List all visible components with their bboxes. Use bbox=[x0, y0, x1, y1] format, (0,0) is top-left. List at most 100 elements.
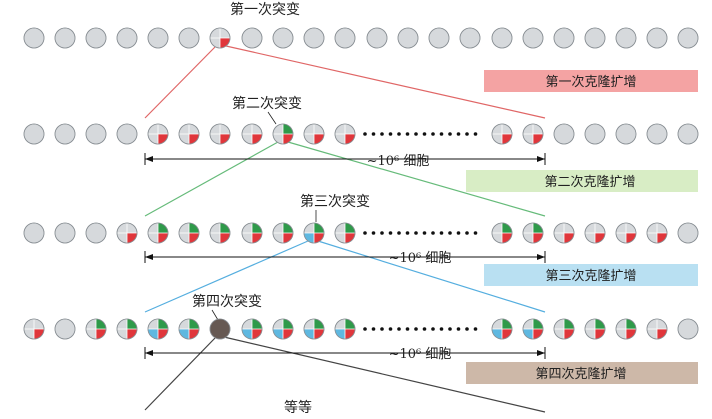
cell bbox=[646, 318, 668, 340]
cell bbox=[54, 27, 76, 49]
cell-rows bbox=[23, 27, 699, 340]
cell bbox=[209, 123, 231, 145]
cell bbox=[23, 318, 45, 340]
cell bbox=[615, 318, 637, 340]
cell bbox=[522, 222, 544, 244]
cell bbox=[522, 318, 544, 340]
cell bbox=[178, 27, 200, 49]
cell bbox=[366, 27, 388, 49]
cell bbox=[553, 222, 575, 244]
cell bbox=[334, 318, 356, 340]
cell bbox=[272, 318, 294, 340]
cell bbox=[491, 123, 513, 145]
cell bbox=[553, 318, 575, 340]
cell-count-label-4: ~10⁶ 细胞 bbox=[389, 347, 452, 362]
cell bbox=[147, 27, 169, 49]
cell bbox=[147, 222, 169, 244]
cell bbox=[241, 27, 263, 49]
cell bbox=[615, 123, 637, 145]
mutation-label-3: 第三次突变 bbox=[300, 193, 370, 210]
cell bbox=[178, 123, 200, 145]
cell bbox=[459, 27, 481, 49]
cell-count-labels: ~10⁶ 细胞 ~10⁶ 细胞 ~10⁶ 细胞 bbox=[367, 154, 452, 362]
cell bbox=[241, 222, 263, 244]
cell bbox=[428, 27, 450, 49]
cell bbox=[646, 222, 668, 244]
cell bbox=[54, 222, 76, 244]
expansion-label-2: 第二次克隆扩增 bbox=[544, 174, 635, 190]
cell bbox=[303, 222, 325, 244]
cell bbox=[116, 222, 138, 244]
cell bbox=[677, 27, 699, 49]
cell bbox=[209, 222, 231, 244]
cell bbox=[116, 318, 138, 340]
cell bbox=[23, 123, 45, 145]
cell bbox=[522, 123, 544, 145]
cell bbox=[209, 27, 231, 49]
cell bbox=[147, 318, 169, 340]
mutation-label-2: 第二次突变 bbox=[232, 95, 302, 112]
cell bbox=[584, 318, 606, 340]
connector-lines bbox=[144, 45, 546, 413]
cell bbox=[677, 222, 699, 244]
cell-count-arrows bbox=[144, 153, 546, 359]
cell bbox=[677, 318, 699, 340]
cell bbox=[584, 123, 606, 145]
cell bbox=[522, 27, 544, 49]
cell bbox=[116, 27, 138, 49]
cell bbox=[209, 318, 231, 340]
cell bbox=[178, 222, 200, 244]
cell bbox=[584, 27, 606, 49]
cell bbox=[241, 318, 263, 340]
cell bbox=[677, 123, 699, 145]
cell bbox=[397, 27, 419, 49]
cell bbox=[116, 123, 138, 145]
cell bbox=[272, 123, 294, 145]
cell bbox=[303, 318, 325, 340]
cell bbox=[23, 27, 45, 49]
cell-count-label-2: ~10⁶ 细胞 bbox=[367, 154, 430, 169]
cell bbox=[646, 27, 668, 49]
expansion-box-2 bbox=[466, 170, 698, 192]
cell bbox=[334, 222, 356, 244]
expansion-box-1 bbox=[484, 70, 698, 92]
cell bbox=[272, 222, 294, 244]
cell bbox=[178, 318, 200, 340]
expansion-boxes: 第一次克隆扩增 第二次克隆扩增 第三次克隆扩增 第四次克隆扩增 bbox=[466, 70, 698, 384]
cell bbox=[85, 318, 107, 340]
mutation-label-1: 第一次突变 bbox=[230, 1, 300, 18]
expansion-label-1: 第一次克隆扩增 bbox=[545, 74, 636, 90]
cell bbox=[303, 123, 325, 145]
ellipsis-dots bbox=[363, 132, 478, 331]
cell bbox=[85, 123, 107, 145]
cell bbox=[615, 27, 637, 49]
cell bbox=[54, 123, 76, 145]
cell bbox=[491, 222, 513, 244]
mutation-label-4: 第四次突变 bbox=[192, 293, 262, 310]
cell bbox=[54, 318, 76, 340]
cell bbox=[272, 27, 294, 49]
expansion-label-3: 第三次克隆扩增 bbox=[545, 268, 636, 284]
cell bbox=[334, 27, 356, 49]
cell bbox=[85, 27, 107, 49]
cell bbox=[23, 222, 45, 244]
expansion-box-3 bbox=[484, 264, 698, 286]
cell bbox=[646, 123, 668, 145]
mutation-labels: 第一次突变 第二次突变 第三次突变 第四次突变 bbox=[192, 1, 370, 310]
cell bbox=[147, 123, 169, 145]
cell bbox=[491, 27, 513, 49]
cell bbox=[85, 222, 107, 244]
cell-count-label-3: ~10⁶ 细胞 bbox=[389, 251, 452, 266]
cell bbox=[491, 318, 513, 340]
cell bbox=[553, 123, 575, 145]
expansion-label-4: 第四次克隆扩增 bbox=[535, 366, 626, 382]
cell bbox=[303, 27, 325, 49]
cell bbox=[334, 123, 356, 145]
cell bbox=[584, 222, 606, 244]
etc-label: 等等 bbox=[284, 399, 312, 416]
cell bbox=[553, 27, 575, 49]
expansion-box-4 bbox=[466, 362, 698, 384]
cell bbox=[615, 222, 637, 244]
cell bbox=[241, 123, 263, 145]
